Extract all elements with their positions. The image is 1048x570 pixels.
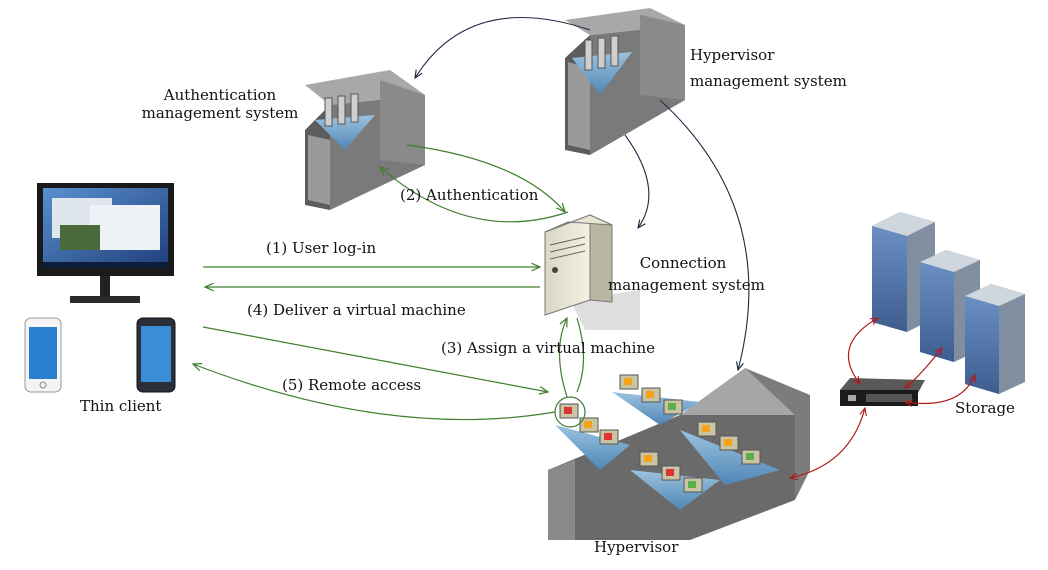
step-deliver-vm: (4) Deliver a virtual machine [247, 301, 466, 319]
hypervisor-host-icon [548, 368, 810, 540]
arrow-switch-hypervisor [790, 408, 865, 478]
storage-rack-icon [872, 212, 1025, 394]
desktop-monitor-icon [37, 183, 174, 303]
arrow-remote-access [193, 364, 556, 421]
flow-arrows [193, 144, 585, 421]
arrow-thin-to-hypervisor [202, 326, 548, 392]
android-phone-icon [136, 317, 176, 393]
step-user-login: (1) User log-in [266, 239, 377, 257]
arrow-hyp-to-conn [624, 134, 650, 228]
hypervisor-management-label: Hypervisor management system [690, 46, 847, 90]
arrow-assign-vm-down [576, 317, 585, 393]
arrow-storage-switch-3 [905, 375, 975, 403]
arrow-authentication [380, 167, 569, 223]
arrow-authentication-return [406, 144, 565, 212]
step-authentication: (2) Authentication [400, 186, 539, 204]
hypervisor-label: Hypervisor [594, 538, 679, 556]
hyp-mgmt-label-line1: Hypervisor [690, 46, 775, 64]
network-arrows [790, 318, 975, 478]
authentication-server-icon [305, 70, 425, 210]
arrow-hyp-to-host [659, 99, 750, 370]
conn-label-line2: management system [608, 276, 765, 294]
storage-label: Storage [955, 399, 1015, 417]
connection-server-tower-icon [544, 214, 640, 330]
auth-label-line1: Authentication [163, 86, 277, 104]
hypervisor-management-server-icon [565, 8, 685, 155]
thin-client-label: Thin client [80, 397, 162, 415]
arrow-storage-switch-1 [847, 318, 878, 384]
authentication-system-label: Authentication management system [140, 86, 300, 122]
management-arrows [415, 17, 750, 371]
arrow-hyp-to-auth [415, 17, 591, 79]
step-remote-access: (5) Remote access [282, 376, 422, 394]
step-assign-vm: (3) Assign a virtual machine [441, 339, 655, 357]
conn-label-line1: Connection [639, 254, 727, 272]
auth-label-line2: management system [141, 104, 299, 122]
iphone-icon [24, 317, 62, 393]
hyp-mgmt-label-line2: management system [690, 72, 847, 90]
arrow-assign-vm-up [558, 318, 568, 398]
connection-management-label: Connection management system [608, 254, 765, 294]
